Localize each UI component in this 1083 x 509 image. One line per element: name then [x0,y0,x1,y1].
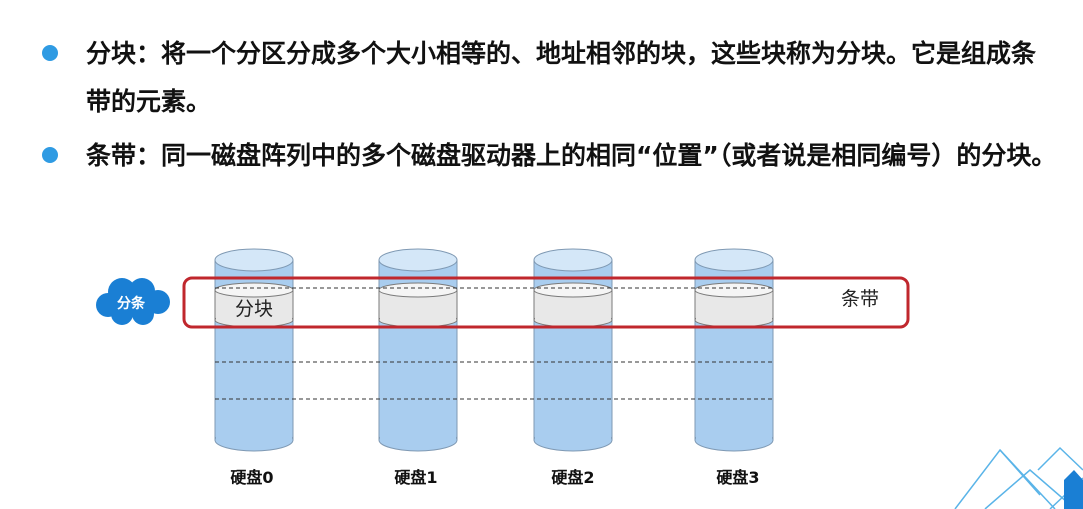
disk-cylinder-2 [533,248,613,452]
disk-label-2: 硬盘2 [551,468,594,487]
cloud-label: 分条 [117,295,146,312]
stripe-label: 条带 [841,288,879,310]
stripe-highlight-box [182,276,910,329]
bullet-dot-icon [42,45,58,61]
bullet-text: 分块：将一个分区分成多个大小相等的、地址相邻的块，这些块称为分块。它是组成条带的… [86,39,1037,116]
decorative-corner-shape [1064,470,1083,509]
disk-label-1: 硬盘1 [394,468,437,487]
block-label: 分块 [235,298,273,320]
bullet-item-block: 分块：将一个分区分成多个大小相等的、地址相邻的块，这些块称为分块。它是组成条带的… [40,30,1060,126]
bullet-item-stripe: 条带：同一磁盘阵列中的多个磁盘驱动器上的相同“位置”（或者说是相同编号）的分块。 [40,132,1060,180]
disk-cylinder-1 [378,248,458,452]
bullet-list: 分块：将一个分区分成多个大小相等的、地址相邻的块，这些块称为分块。它是组成条带的… [40,30,1060,180]
disk-cylinder-3 [694,248,774,452]
disk-cylinder-0 [214,248,294,452]
disk-label-3: 硬盘3 [716,468,759,487]
bullet-text: 条带：同一磁盘阵列中的多个磁盘驱动器上的相同“位置”（或者说是相同编号）的分块。 [86,141,1057,170]
decorative-corner-lines [954,446,1083,509]
stripe-row-lines [215,287,773,400]
bullet-dot-icon [42,147,58,163]
disk-label-0: 硬盘0 [230,468,273,487]
cloud-icon [96,278,170,325]
